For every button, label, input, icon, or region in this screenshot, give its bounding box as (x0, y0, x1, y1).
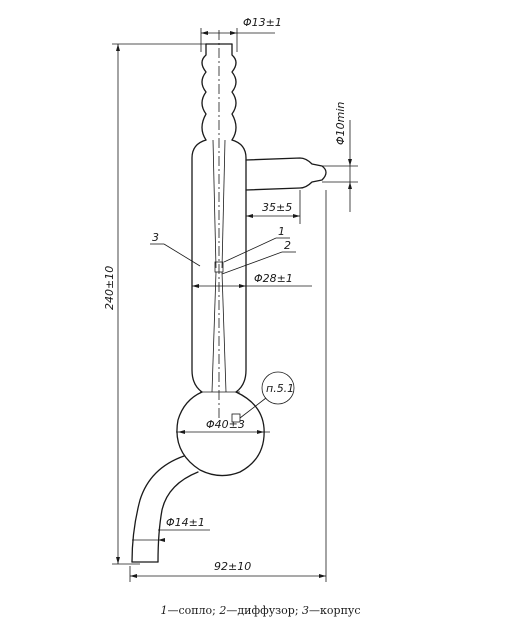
caption-number-1: 1 (160, 604, 168, 617)
caption-text-1: —сопло; (167, 604, 220, 617)
outlet-offset-dimension: 35±5 (245, 190, 301, 224)
body-diameter-label: Φ28±1 (254, 272, 293, 285)
note-label: п.5.1 (266, 382, 294, 395)
top-diameter-label: Φ13±1 (243, 16, 282, 29)
bulb: Φ40±3 (176, 391, 270, 477)
inner-nozzle (212, 139, 226, 273)
bottom-diameter-label: Φ14±1 (166, 516, 205, 529)
outlet-offset-label: 35±5 (262, 201, 292, 214)
caption-number-2: 2 (219, 604, 227, 617)
caption-text-2: —диффузор; (226, 604, 303, 617)
width-dimension: 92±10 (129, 190, 327, 582)
height-label: 240±10 (103, 266, 116, 310)
height-dimension (112, 43, 206, 565)
bulb-diameter-label: Φ40±3 (206, 418, 245, 431)
width-label: 92±10 (214, 560, 251, 573)
caption-text-3: —корпус (309, 604, 361, 617)
callout-leaders (150, 237, 296, 275)
inner-diffuser (211, 271, 227, 393)
body-diameter-dimension: Φ28±1 (192, 272, 312, 288)
body-tube (191, 139, 247, 393)
figure-caption: 1—сопло; 2—диффузор; 3—корпус (0, 604, 521, 617)
side-outlet (245, 120, 358, 212)
callout-diffuser: 2 (284, 239, 291, 252)
note-callout: п.5.1 (239, 371, 295, 419)
callout-body: 3 (152, 231, 159, 244)
caption-number-3: 3 (302, 604, 310, 617)
callout-nozzle: 1 (278, 225, 285, 238)
top-diameter-dimension: Φ13±1 (200, 16, 282, 52)
bottom-outlet: Φ14±1 (131, 455, 210, 563)
outlet-diameter-label: Φ10min (334, 102, 347, 145)
upper-neck (201, 43, 237, 141)
